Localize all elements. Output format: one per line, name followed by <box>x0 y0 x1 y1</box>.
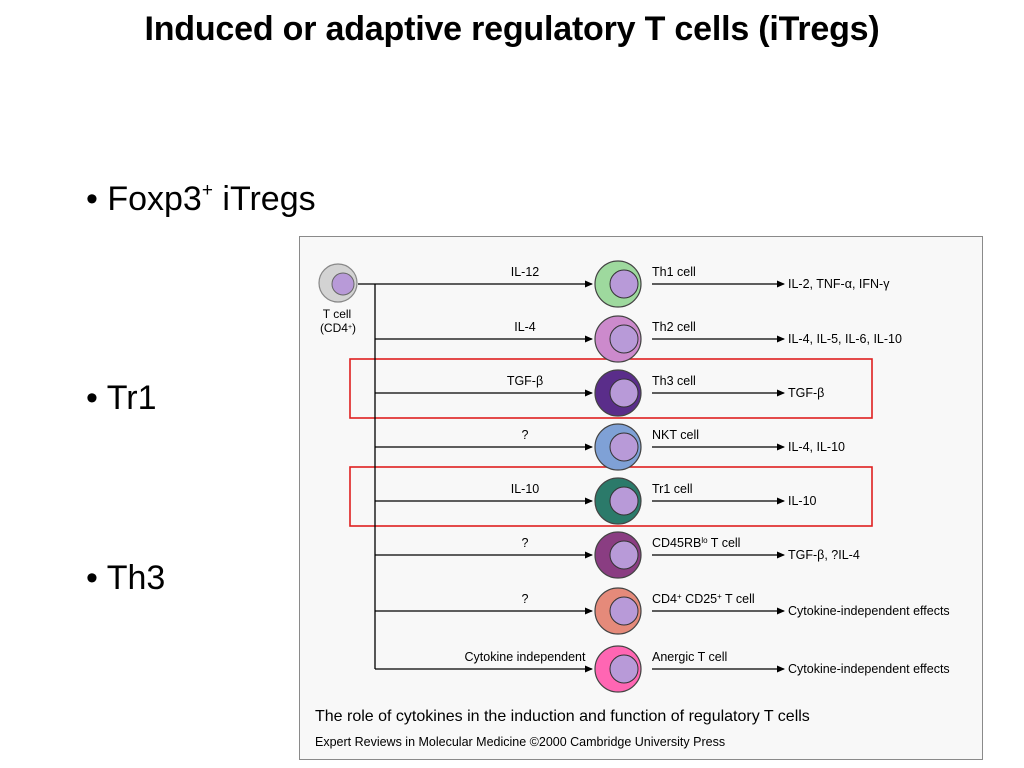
output-label-4: IL-10 <box>788 494 817 508</box>
cell-label-4: Tr1 cell <box>652 482 693 496</box>
stimulus-label-0: IL-12 <box>511 265 540 279</box>
output-label-7: Cytokine-independent effects <box>788 662 950 676</box>
output-label-0: IL-2, TNF-α, IFN-γ <box>788 277 890 291</box>
stimulus-label-3: ? <box>522 428 529 442</box>
stimulus-label-5: ? <box>522 536 529 550</box>
stimulus-label-7: Cytokine independent <box>465 650 586 664</box>
stimulus-label-1: IL-4 <box>514 320 536 334</box>
bullet-th3: • Th3 <box>86 559 166 597</box>
output-label-1: IL-4, IL-5, IL-6, IL-10 <box>788 332 902 346</box>
cell-nucleus-5 <box>609 540 639 570</box>
bullet-sup: + <box>201 180 213 201</box>
figure-credit: Expert Reviews in Molecular Medicine ©20… <box>315 735 726 749</box>
slide-title: Induced or adaptive regulatory T cells (… <box>144 10 880 48</box>
cell-nucleus-3 <box>609 432 639 462</box>
cell-label-0: Th1 cell <box>652 265 696 279</box>
source-t-cell-nucleus <box>331 272 355 296</box>
cell-nucleus-7 <box>609 654 639 684</box>
cell-nucleus-4 <box>609 486 639 516</box>
cell-label-6: CD4+ CD25+ T cell <box>652 592 755 607</box>
cell-label-3: NKT cell <box>652 428 699 442</box>
cell-label-2: Th3 cell <box>652 374 696 388</box>
output-label-3: IL-4, IL-10 <box>788 440 845 454</box>
cell-nucleus-6 <box>609 596 639 626</box>
figure-caption: The role of cytokines in the induction a… <box>315 708 810 725</box>
source-cell-label-cd4: (CD4+) <box>320 321 356 335</box>
source-cell-label: T cell <box>323 307 351 321</box>
cell-label-7: Anergic T cell <box>652 650 727 664</box>
bullet-tr1: • Tr1 <box>86 379 157 417</box>
stimulus-label-2: TGF-β <box>507 374 543 388</box>
stimulus-label-6: ? <box>522 592 529 606</box>
cell-nucleus-2 <box>609 378 639 408</box>
bullet-foxp3-itregs: • Foxp3+ iTregs <box>86 180 316 219</box>
stimulus-label-4: IL-10 <box>511 482 540 496</box>
cell-label-5: CD45RBlo T cell <box>652 536 740 551</box>
output-label-2: TGF-β <box>788 386 824 400</box>
output-label-6: Cytokine-independent effects <box>788 604 950 618</box>
output-label-5: TGF-β, ?IL-4 <box>788 548 860 562</box>
bullet-text-after: iTregs <box>212 180 316 218</box>
cell-label-1: Th2 cell <box>652 320 696 334</box>
cell-nucleus-1 <box>609 324 639 354</box>
bullet-text: • Foxp3 <box>86 180 202 218</box>
cell-nucleus-0 <box>609 269 639 299</box>
